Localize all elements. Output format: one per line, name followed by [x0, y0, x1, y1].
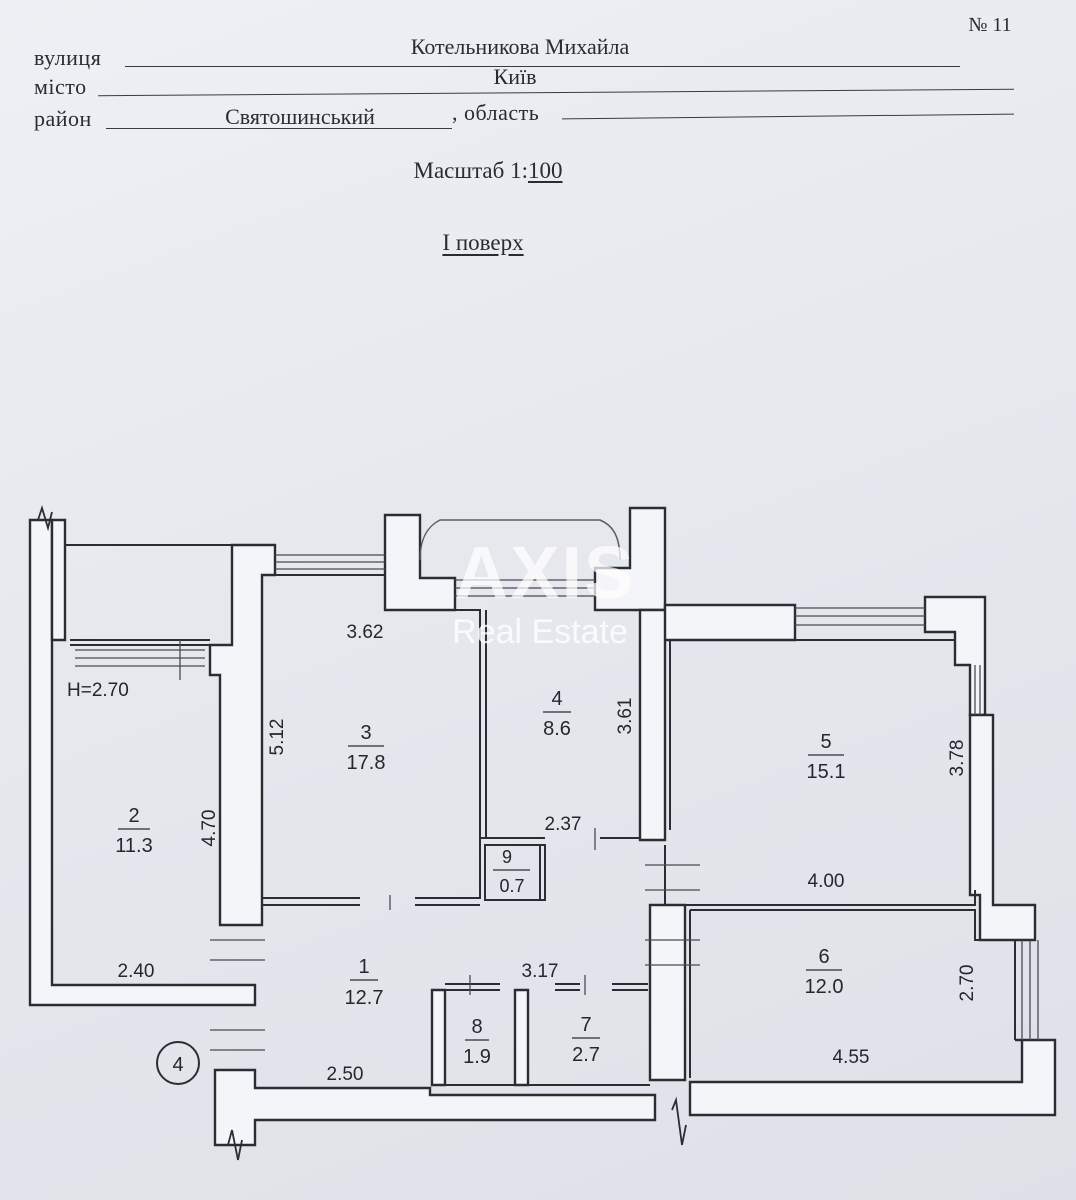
wall-closet-7: [513, 988, 530, 1087]
dim-5-12: 5.12: [267, 719, 288, 756]
dim-4-00: 4.00: [808, 871, 845, 892]
room-9-area: 0.7: [499, 876, 524, 896]
axis-marker-label: 4: [172, 1054, 183, 1076]
room-1-number: 1: [358, 956, 369, 978]
room-9-number: 9: [502, 847, 512, 867]
wall-top-left: [383, 513, 457, 612]
dim-2-37: 2.37: [545, 814, 582, 835]
document-number: № 11: [968, 14, 1012, 36]
dim-3-17: 3.17: [522, 961, 559, 982]
room-6-number: 6: [818, 946, 829, 968]
dim-4-70: 4.70: [199, 810, 220, 847]
scale-title: Масштаб 1:100: [288, 158, 688, 184]
wall-left-outer-top: [50, 518, 67, 642]
room-2-number: 2: [128, 805, 139, 827]
wall-right-room6: [688, 1038, 1057, 1117]
room-5-area: 15.1: [807, 761, 846, 783]
district-value: Святошинський: [225, 104, 375, 129]
scale-label: Масштаб 1:: [413, 158, 528, 183]
city-label: місто: [34, 74, 87, 99]
dim-3-61: 3.61: [615, 698, 636, 735]
wall-room2-room3: [208, 543, 277, 927]
scale-value: 100: [527, 158, 563, 183]
dim-2-70: 2.70: [957, 965, 978, 1002]
dim-2-50: 2.50: [327, 1064, 364, 1085]
dim-2-40: 2.40: [118, 961, 155, 982]
street-underline: [125, 66, 960, 67]
watermark-subtitle: Real Estate: [452, 613, 628, 651]
district-underline: [106, 128, 452, 129]
room-1-area: 12.7: [345, 987, 384, 1009]
wall-closet-8: [430, 988, 447, 1087]
room-8-number: 8: [471, 1016, 482, 1038]
room-4-area: 8.6: [543, 718, 571, 740]
dim-4-55: 4.55: [833, 1047, 870, 1068]
wall-bay: [593, 506, 667, 612]
dim-3-62: 3.62: [347, 622, 384, 643]
room-3-area: 17.8: [347, 752, 386, 774]
room-2-area: 11.3: [115, 835, 152, 857]
street-value: Котельникова Михайла: [410, 34, 630, 59]
axis-marker-circle: [156, 1041, 200, 1085]
room-5-number: 5: [820, 731, 831, 753]
room-8-area: 1.9: [463, 1046, 491, 1068]
wall-right-top: [923, 595, 987, 717]
dim-3-78: 3.78: [947, 740, 968, 777]
region-label: , область: [452, 100, 540, 125]
room-3-number: 3: [360, 722, 371, 744]
city-value: Київ: [493, 64, 537, 89]
room-7-number: 7: [580, 1014, 591, 1036]
wall-corridor-right: [648, 903, 687, 1082]
room-4-number: 4: [551, 688, 562, 710]
ceiling-height: H=2.70: [67, 680, 129, 701]
room-7-area: 2.7: [572, 1044, 600, 1066]
district-label: район: [34, 106, 92, 131]
floor-title: І поверх: [442, 230, 524, 255]
room-6-area: 12.0: [805, 976, 844, 998]
street-label: вулиця: [34, 45, 102, 70]
watermark-title: AXIS: [454, 531, 636, 614]
wall-right-room5: [968, 713, 1037, 942]
wall-room4-room5: [638, 603, 797, 842]
